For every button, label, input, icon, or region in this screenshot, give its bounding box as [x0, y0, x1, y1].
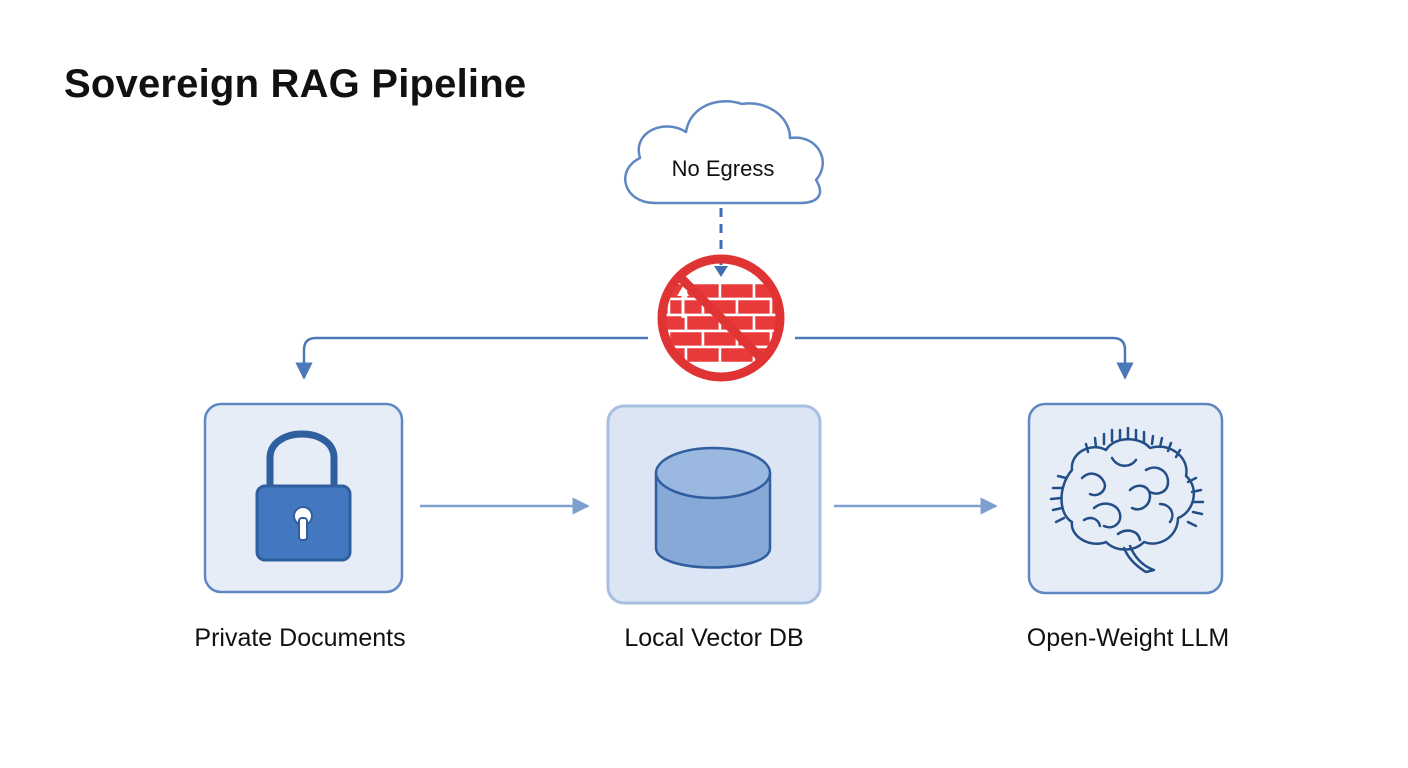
- cloud-label: No Egress: [671, 156, 775, 181]
- database-cylinder-icon: [654, 446, 772, 569]
- node-private-documents: [203, 402, 404, 594]
- egress-dashed-arrow: [714, 208, 728, 277]
- branch-connector-left: [295, 336, 648, 380]
- node-label-open-weight-llm: Open-Weight LLM: [1026, 624, 1230, 652]
- node-local-vector-db: [606, 404, 822, 605]
- padlock-icon: [255, 430, 352, 562]
- brain-icon: [1049, 426, 1205, 574]
- branch-connector-right: [795, 336, 1134, 380]
- cloud-icon: [624, 100, 824, 205]
- page-title: Sovereign RAG Pipeline: [64, 62, 527, 106]
- blocked-firewall-icon: [657, 254, 785, 382]
- node-open-weight-llm: [1027, 402, 1224, 595]
- node-label-private-documents: Private Documents: [194, 624, 406, 652]
- node-label-local-vector-db: Local Vector DB: [624, 624, 804, 652]
